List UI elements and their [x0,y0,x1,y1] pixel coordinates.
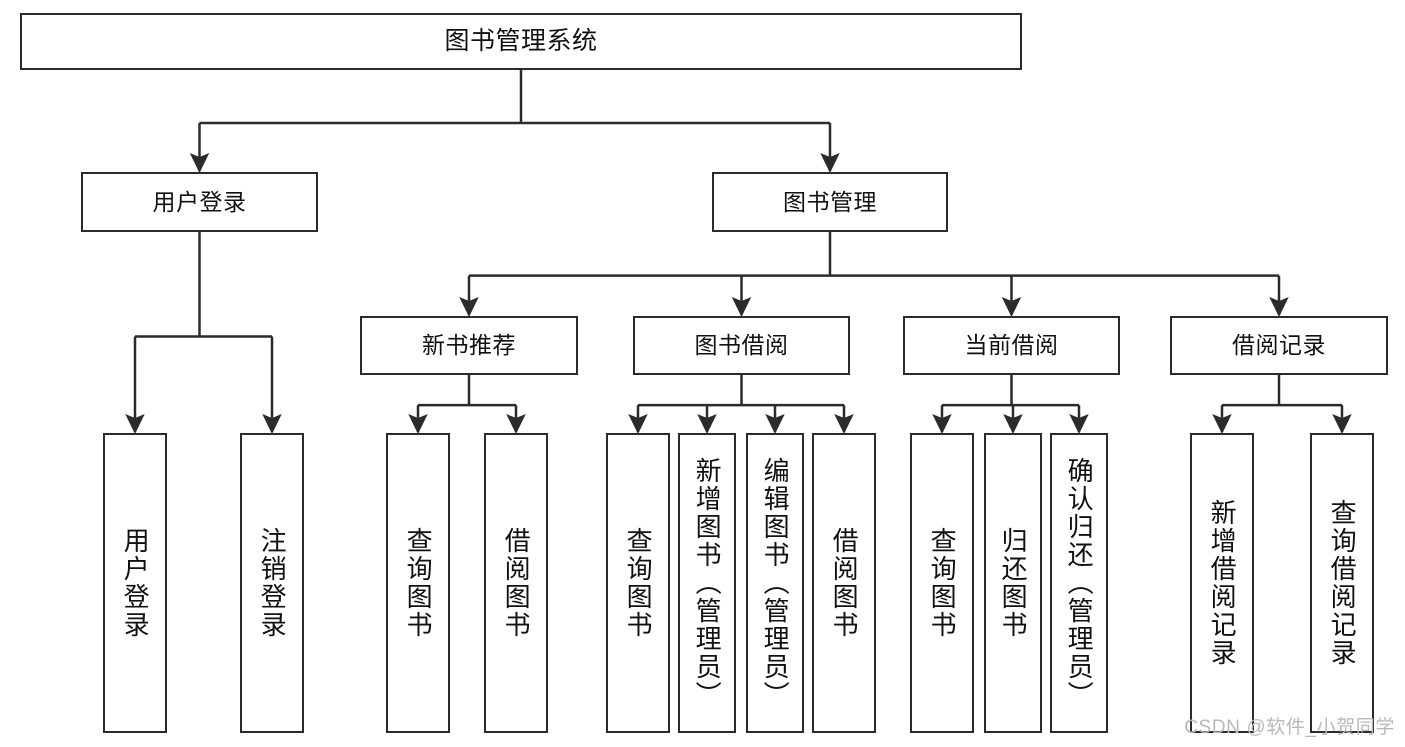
node-label: 用户登录 [152,188,247,215]
node-label: 图书管理系统 [444,27,598,55]
node-label: 借阅图书 [829,527,860,639]
node-leaf-add-book[interactable]: 新增图书（管理员） [678,433,736,733]
node-leaf-confirm-return[interactable]: 确认归还（管理员） [1050,433,1108,733]
edges-group [125,70,1352,435]
node-label: 查询图书 [927,527,958,639]
node-label: 新书推荐 [422,332,516,359]
node-label: 注销登录 [257,527,288,639]
node-leaf-logout[interactable]: 注销登录 [240,433,304,733]
node-label: 查询图书 [623,527,654,639]
node-label: 借阅图书 [501,527,532,639]
node-label: 确认归还（管理员） [1064,457,1095,709]
node-label: 图书管理 [783,188,877,215]
node-label: 编辑图书（管理员） [760,457,791,709]
node-leaf-borrow-book-1[interactable]: 借阅图书 [484,433,548,733]
node-label: 新增图书（管理员） [692,457,723,709]
node-leaf-add-record[interactable]: 新增借阅记录 [1190,433,1254,733]
node-leaf-query-book-1[interactable]: 查询图书 [386,433,450,733]
node-leaf-borrow-book-2[interactable]: 借阅图书 [812,433,876,733]
node-borrow-record[interactable]: 借阅记录 [1170,316,1388,375]
node-label: 新增借阅记录 [1207,499,1238,667]
node-new-book-rec[interactable]: 新书推荐 [360,316,578,375]
node-book-manage[interactable]: 图书管理 [712,172,948,232]
node-leaf-return-book[interactable]: 归还图书 [984,433,1042,733]
node-label: 借阅记录 [1232,332,1326,359]
node-label: 用户登录 [120,527,151,639]
node-leaf-query-book-3[interactable]: 查询图书 [910,433,974,733]
node-book-borrow[interactable]: 图书借阅 [633,316,850,375]
watermark-label: CSDN @软件_小贺同学 [1184,717,1395,738]
node-label: 查询借阅记录 [1327,499,1358,667]
node-label: 归还图书 [998,527,1029,639]
node-current-borrow[interactable]: 当前借阅 [903,316,1120,375]
node-label: 查询图书 [403,527,434,639]
node-leaf-edit-book[interactable]: 编辑图书（管理员） [746,433,804,733]
node-label: 图书借阅 [694,332,789,359]
node-label: 当前借阅 [964,332,1059,359]
node-user-login[interactable]: 用户登录 [81,172,318,232]
node-leaf-query-record[interactable]: 查询借阅记录 [1310,433,1374,733]
node-root[interactable]: 图书管理系统 [20,13,1022,70]
node-leaf-query-book-2[interactable]: 查询图书 [606,433,670,733]
node-leaf-user-login[interactable]: 用户登录 [103,433,167,733]
